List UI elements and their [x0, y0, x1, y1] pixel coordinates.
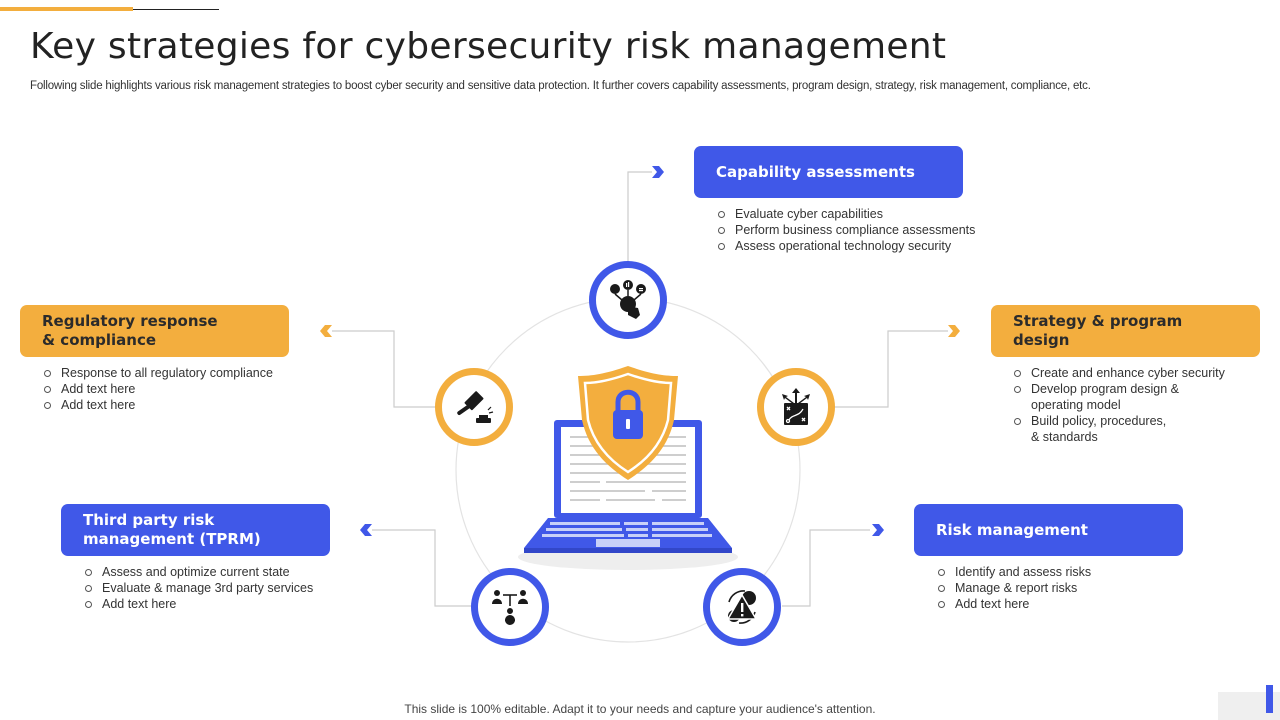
capability-icon-circle	[589, 261, 667, 339]
accent-line	[133, 9, 219, 10]
accent-bar	[0, 7, 133, 11]
hand-click-network-icon	[610, 280, 646, 319]
list-item: Evaluate & manage 3rd party services	[84, 580, 313, 596]
warning-gear-cycle-icon	[726, 590, 758, 624]
list-item: Perform business compliance assessments	[717, 222, 975, 238]
list-item: Assess operational technology security	[717, 238, 975, 254]
strategy-bullet-list: Create and enhance cyber security Develo…	[1013, 365, 1225, 445]
people-hierarchy-icon	[492, 590, 528, 625]
risk-bullet-list: Identify and assess risks Manage & repor…	[937, 564, 1091, 612]
list-item: Response to all regulatory compliance	[43, 365, 273, 381]
list-item: Evaluate cyber capabilities	[717, 206, 975, 222]
strategy-title: Risk management	[936, 520, 1088, 539]
list-item: Add text here	[937, 596, 1091, 612]
chevron-right-icon	[652, 166, 664, 178]
connector-lines	[332, 171, 948, 607]
strategy-box-tprm: Third party risk management (TPRM)	[61, 504, 330, 556]
corner-accent	[1266, 685, 1273, 713]
strategy-box-risk: Risk management	[914, 504, 1183, 556]
list-item: Create and enhance cyber security	[1013, 365, 1225, 381]
chevron-left-icon	[360, 524, 372, 536]
capability-bullet-list: Evaluate cyber capabilities Perform busi…	[717, 206, 975, 254]
strategy-box-capability: Capability assessments	[694, 146, 963, 198]
regulatory-bullet-list: Response to all regulatory compliance Ad…	[43, 365, 273, 413]
strategy-title: Strategy & program design	[1013, 312, 1183, 349]
chevron-left-icon	[320, 325, 332, 337]
list-item: Identify and assess risks	[937, 564, 1091, 580]
strategy-board-arrows-icon	[782, 388, 810, 425]
strategy-title: Regulatory response & compliance	[42, 312, 218, 349]
chevron-right-icon	[948, 325, 960, 337]
list-item: Add text here	[43, 397, 273, 413]
list-item: Assess and optimize current state	[84, 564, 313, 580]
page-subtitle: Following slide highlights various risk …	[30, 80, 1091, 92]
list-item: Manage & report risks	[937, 580, 1091, 596]
risk-icon-circle	[703, 568, 781, 646]
strategy-box-strategy: Strategy & program design	[991, 305, 1260, 357]
list-item: Add text here	[43, 381, 273, 397]
strategy-box-regulatory: Regulatory response & compliance	[20, 305, 289, 357]
list-item: Build policy, procedures,	[1013, 413, 1225, 429]
footer-note: This slide is 100% editable. Adapt it to…	[404, 702, 876, 716]
strategy-title: Third party risk management (TPRM)	[83, 511, 261, 548]
list-item: Add text here	[84, 596, 313, 612]
tprm-icon-circle	[471, 568, 549, 646]
regulatory-icon-circle	[435, 368, 513, 446]
page-title: Key strategies for cybersecurity risk ma…	[30, 26, 947, 67]
laptop-shield-lock-icon	[518, 366, 738, 570]
strategy-title: Capability assessments	[716, 162, 915, 181]
tprm-bullet-list: Assess and optimize current state Evalua…	[84, 564, 313, 612]
list-item-continuation: & standards	[1031, 430, 1098, 444]
gavel-icon	[457, 391, 494, 423]
chevron-right-icon	[872, 524, 884, 536]
strategy-icon-circle	[757, 368, 835, 446]
list-item: Develop program design &	[1013, 381, 1225, 397]
list-item-continuation: operating model	[1031, 398, 1121, 412]
